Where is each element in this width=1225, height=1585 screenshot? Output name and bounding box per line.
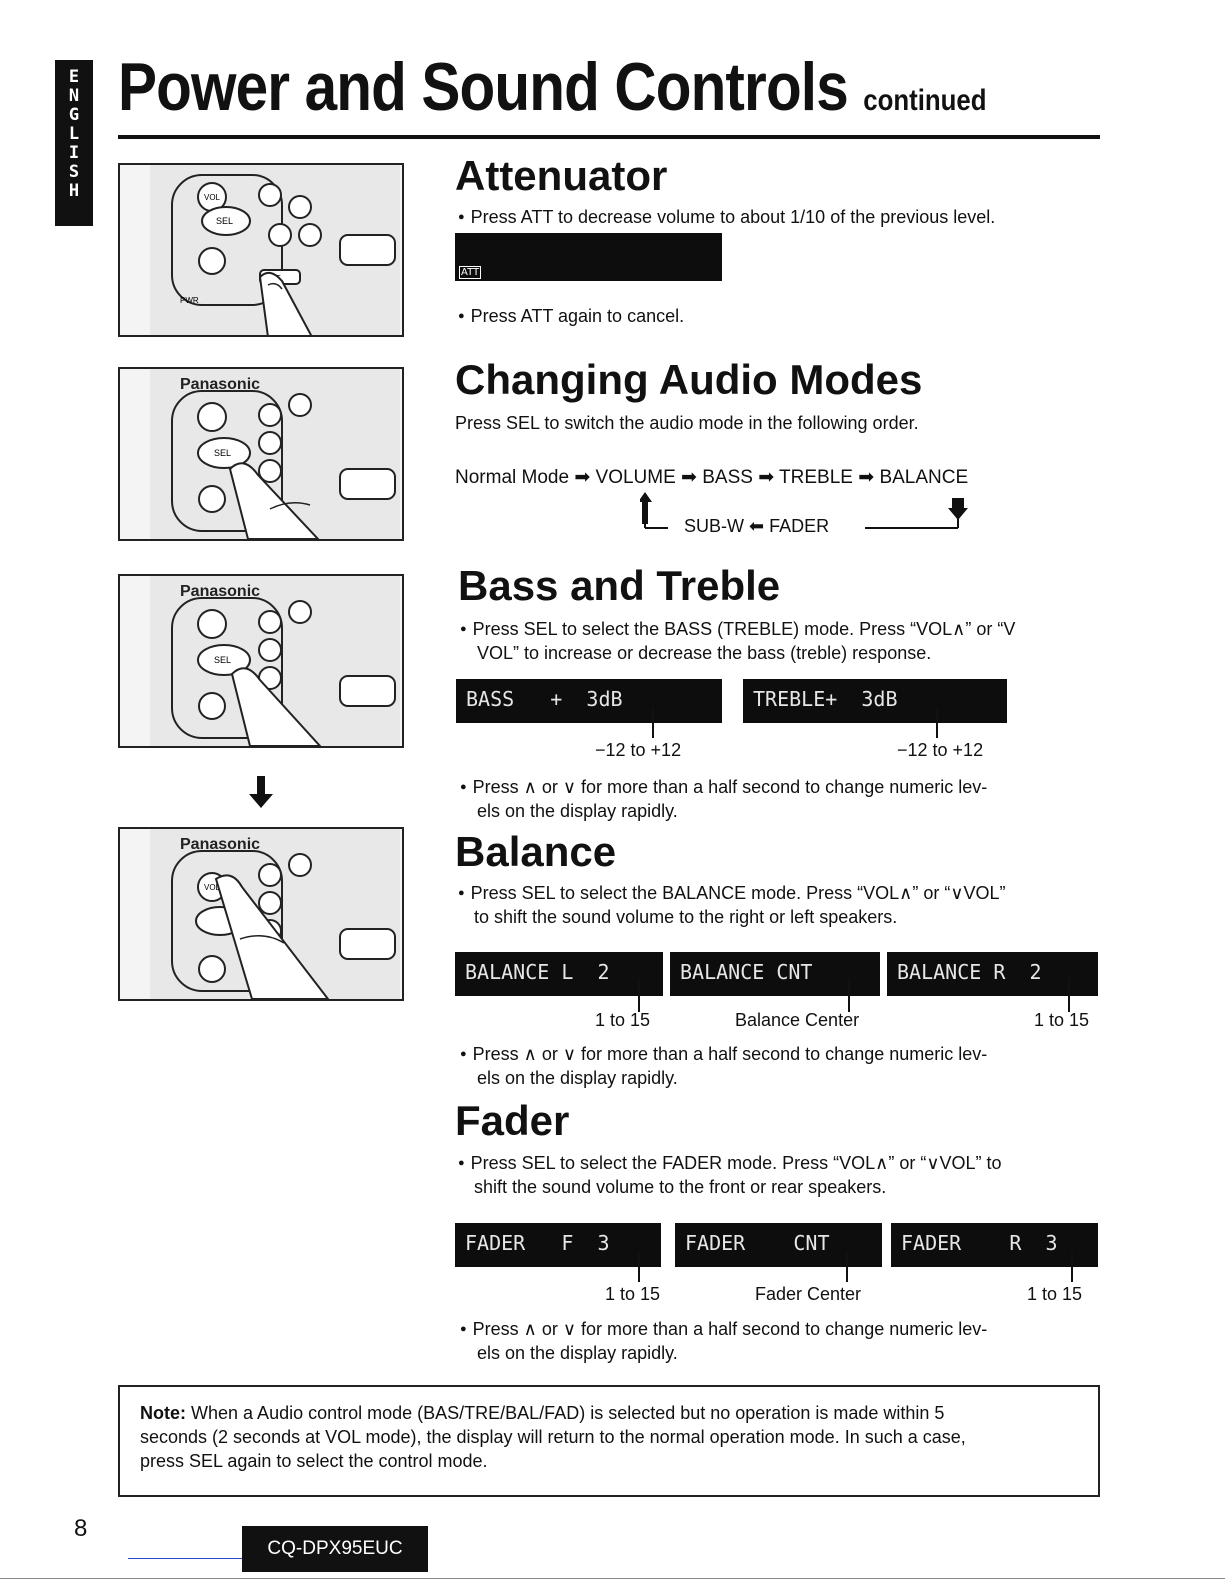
bass-treble-heading: Bass and Treble [458, 562, 781, 609]
note-label: Note: [140, 1403, 186, 1423]
lcd-fader-center: FADER CNT [675, 1223, 882, 1267]
balance-center-label: Balance Center [735, 1010, 860, 1030]
model-badge: CQ-DPX95EUC [242, 1526, 428, 1572]
page-number: 8 [74, 1515, 88, 1542]
bass-treble-tip-2: els on the display rapidly. [477, 801, 678, 821]
vol-label: VOL [204, 193, 221, 202]
balance-tip-2: els on the display rapidly. [477, 1068, 678, 1088]
sel-label: SEL [214, 448, 231, 458]
bass-pointer [652, 708, 654, 738]
audio-modes-heading: Changing Audio Modes [455, 356, 923, 403]
lcd-fader-rear: FADER R 3 [891, 1223, 1098, 1267]
lcd-balance-right: BALANCE R 2 [887, 952, 1098, 996]
note-line-2: seconds (2 seconds at VOL mode), the dis… [140, 1427, 966, 1447]
photo-press-sel-2: Panasonic SEL [118, 574, 404, 748]
fader-text-2: shift the sound volume to the front or r… [474, 1177, 887, 1197]
brand-label: Panasonic [180, 583, 260, 600]
tab-letter: E [68, 67, 80, 87]
title-continued: continued [863, 84, 987, 117]
note-box: Note: When a Audio control mode (BAS/TRE… [118, 1385, 1100, 1497]
balance-right-pointer [1068, 978, 1070, 1012]
fader-text-1: Press SEL to select the FADER mode. Pres… [458, 1151, 1002, 1178]
attenuator-text-1: Press ATT to decrease volume to about 1/… [458, 205, 996, 232]
fader-center-pointer [846, 1252, 848, 1282]
fader-rear-range: 1 to 15 [1027, 1284, 1083, 1304]
fader-tip-2: els on the display rapidly. [477, 1343, 678, 1363]
page-title: Power and Sound Controls continued [118, 48, 987, 126]
treble-pointer [936, 708, 938, 738]
balance-right-range: 1 to 15 [1034, 1010, 1090, 1030]
tab-letter: N [68, 86, 80, 106]
lcd-fader-front: FADER F 3 [455, 1223, 661, 1267]
balance-heading: Balance [455, 828, 617, 875]
audio-modes-intro: Press SEL to switch the audio mode in th… [455, 413, 919, 433]
footer-line [128, 1558, 242, 1559]
tab-letter: S [68, 162, 80, 182]
tab-letter: G [68, 105, 80, 125]
bottom-rule [0, 1578, 1225, 1579]
bass-range: −12 to +12 [595, 740, 682, 760]
up-arrow-icon [640, 492, 652, 524]
fader-heading: Fader [455, 1097, 570, 1144]
brand-label: Panasonic [180, 836, 260, 853]
lcd-bass: BASS + 3dB [456, 679, 722, 723]
sel-label: SEL [216, 216, 233, 226]
note-line-3: press SEL again to select the control mo… [140, 1451, 488, 1471]
tab-letter: L [68, 124, 80, 144]
photo-press-vol: Panasonic VOL [118, 827, 404, 1001]
lcd-balance-center: BALANCE CNT [670, 952, 880, 996]
note-text-1: When a Audio control mode (BAS/TRE/BAL/F… [191, 1403, 945, 1423]
photo-press-sel-1: Panasonic SEL [118, 367, 404, 541]
attenuator-heading: Attenuator [455, 152, 668, 199]
photo-press-att: VOL SEL ATT PWR [118, 163, 404, 337]
fader-front-range: 1 to 15 [605, 1284, 661, 1304]
bass-treble-text-1: Press SEL to select the BASS (TREBLE) mo… [460, 617, 1016, 644]
fader-front-pointer [638, 1252, 640, 1282]
balance-text-2: to shift the sound volume to the right o… [474, 907, 898, 927]
bass-treble-tip-1: Press ∧ or ∨ for more than a half second… [460, 775, 988, 802]
down-arrow-small-icon [948, 498, 968, 520]
lcd-treble: TREBLE+ 3dB [743, 679, 1007, 723]
treble-range: −12 to +12 [897, 740, 984, 760]
title-rule [118, 135, 1100, 139]
balance-tip-1: Press ∧ or ∨ for more than a half second… [460, 1042, 988, 1069]
balance-text-1: Press SEL to select the BALANCE mode. Pr… [458, 881, 1006, 908]
language-tab: E N G L I S H [55, 60, 93, 226]
brand-label: Panasonic [180, 376, 260, 393]
fader-rear-pointer [1071, 1252, 1073, 1282]
mode-flow-return: SUB-W ⬅ FADER [640, 492, 980, 536]
tab-letter: H [68, 181, 80, 201]
attenuator-text-2: Press ATT again to cancel. [458, 304, 684, 331]
down-arrow-icon [246, 772, 276, 812]
tab-letter: I [68, 143, 80, 163]
lcd-balance-left: BALANCE L 2 [455, 952, 663, 996]
mode-flow-row-1: Normal Mode ➡ VOLUME ➡ BASS ➡ TREBLE ➡ B… [455, 467, 969, 488]
fader-center-label: Fader Center [755, 1284, 862, 1304]
att-indicator: ATT [459, 266, 482, 279]
lcd-att: ATT [455, 233, 722, 281]
balance-left-range: 1 to 15 [595, 1010, 651, 1030]
bass-treble-text-2: VOL” to increase or decrease the bass (t… [477, 643, 932, 663]
balance-center-pointer [848, 978, 850, 1012]
note-line-1: Note: When a Audio control mode (BAS/TRE… [140, 1401, 1078, 1425]
fader-tip-1: Press ∧ or ∨ for more than a half second… [460, 1317, 988, 1344]
title-text: Power and Sound Controls [118, 49, 849, 125]
pwr-label: PWR [180, 296, 199, 305]
sel-label: SEL [214, 655, 231, 665]
balance-left-pointer [638, 978, 640, 1012]
vol-label: VOL [204, 883, 221, 892]
mode-flow-row-2: SUB-W ⬅ FADER [684, 516, 830, 536]
